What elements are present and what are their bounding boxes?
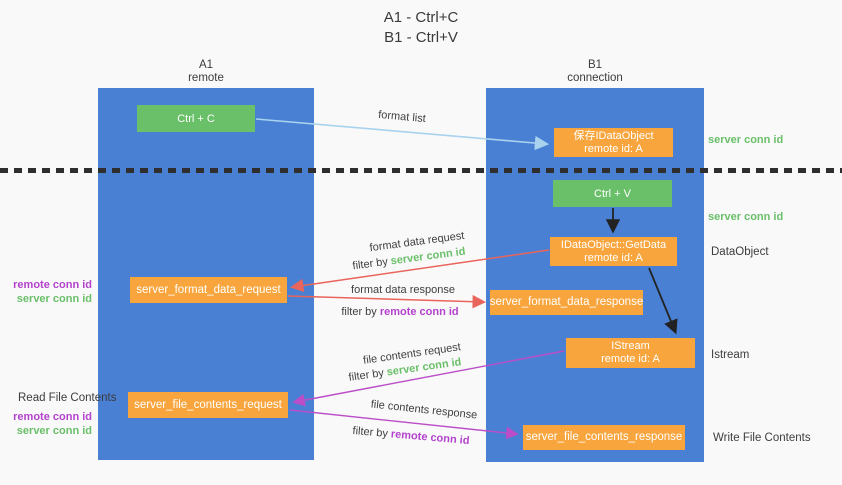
getdata-line1: IDataObject::GetData xyxy=(560,238,667,251)
save-dataobject-line2: remote id: A xyxy=(584,142,643,155)
server-file-contents-request-label: server_file_contents_request xyxy=(134,398,282,411)
server-conn-id-left-2: server conn id xyxy=(16,425,92,437)
server-file-contents-request-node: server_file_contents_request xyxy=(128,392,288,418)
lane-a1-id: A1 xyxy=(198,59,214,71)
lane-header-b1: B1 connection xyxy=(486,59,704,85)
file-contents-response-text: file contents response xyxy=(370,398,478,422)
server-format-data-response-node: server_format_data_response xyxy=(490,290,643,315)
remote-conn-id-left-2: remote conn id xyxy=(13,411,92,423)
format-data-response-label: format data response xyxy=(351,284,455,296)
file-contents-response-label: file contents response xyxy=(370,398,478,421)
read-file-contents-label: Read File Contents xyxy=(18,392,117,404)
server-conn-id-right-mid: server conn id xyxy=(708,211,784,223)
istream-line2: remote id: A xyxy=(601,353,660,365)
server-conn-id-right-top: server conn id xyxy=(708,134,784,146)
dashed-divider xyxy=(0,168,842,173)
ctrl-v-node: Ctrl + V xyxy=(553,180,672,207)
format-data-response-arrow xyxy=(287,294,486,309)
server-format-data-request-label: server_format_data_request xyxy=(136,283,281,296)
ctrl-c-node: Ctrl + C xyxy=(137,105,255,132)
server-format-data-request-node: server_format_data_request xyxy=(130,277,287,303)
lane-a1-role: remote xyxy=(188,72,224,84)
filter-by-text: filter by xyxy=(352,424,389,440)
server-conn-id-left-1: server conn id xyxy=(16,293,92,305)
title-line-2: B1 - Ctrl+V xyxy=(384,29,458,46)
save-dataobject-line1: 保存IDataObject xyxy=(573,129,654,142)
istream-node: IStream remote id: A xyxy=(566,338,695,368)
lane-header-a1: A1 remote xyxy=(98,59,314,85)
getdata-node: IDataObject::GetData remote id: A xyxy=(550,237,677,266)
filter-by-text: filter by xyxy=(341,306,377,318)
lane-b1-role: connection xyxy=(567,72,623,84)
save-dataobject-node: 保存IDataObject remote id: A xyxy=(554,128,673,157)
lane-b1-id: B1 xyxy=(587,59,603,71)
remote-conn-id-left-1: remote conn id xyxy=(13,279,92,291)
format-list-label: format list xyxy=(378,109,427,125)
ctrl-c-label: Ctrl + C xyxy=(177,112,215,125)
server-file-contents-response-label: server_file_contents_response xyxy=(525,431,683,443)
dataobject-label: DataObject xyxy=(711,246,769,258)
remote-conn-id-text: remote conn id xyxy=(390,428,470,448)
title-line-1: A1 - Ctrl+C xyxy=(383,9,459,26)
getdata-line2: remote id: A xyxy=(584,251,643,264)
ctrl-v-label: Ctrl + V xyxy=(594,187,631,200)
istream-line1: IStream xyxy=(611,340,650,352)
write-file-contents-label: Write File Contents xyxy=(713,432,811,444)
format-data-response-text: format data response xyxy=(351,284,455,296)
server-file-contents-response-node: server_file_contents_response xyxy=(523,425,685,450)
server-format-data-response-label: server_format_data_response xyxy=(489,296,644,308)
filter-by-text: filter by xyxy=(347,367,385,384)
remote-conn-id-text: remote conn id xyxy=(379,306,459,318)
diagram-title: A1 - Ctrl+C B1 - Ctrl+V xyxy=(0,8,842,48)
filter-by-text: filter by xyxy=(351,255,389,273)
istream-side-label: Istream xyxy=(711,349,750,361)
format-list-text: format list xyxy=(377,108,427,126)
